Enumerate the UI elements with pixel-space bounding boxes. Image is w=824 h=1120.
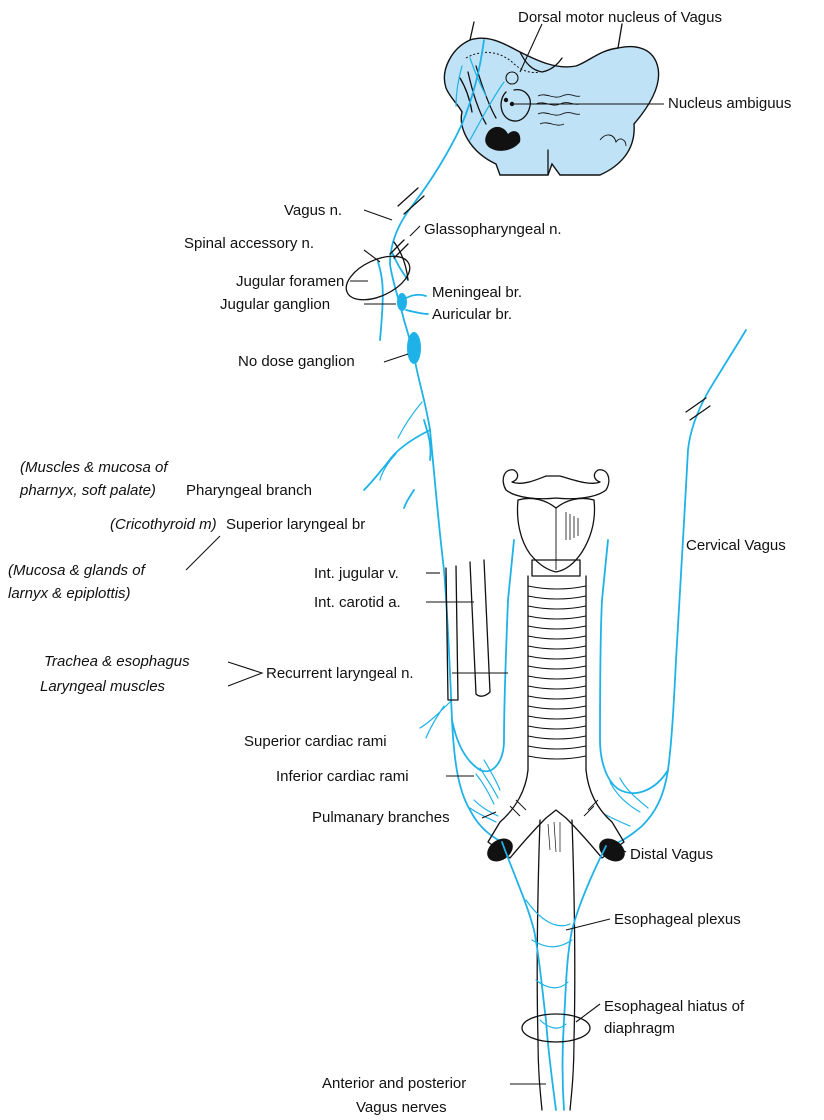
int-carotid-artery bbox=[470, 560, 490, 696]
label-hiatus-1: Esophageal hiatus of bbox=[604, 998, 745, 1015]
leader-esophageal-plexus bbox=[566, 919, 610, 930]
label-anterior-posterior-1: Anterior and posterior bbox=[322, 1075, 466, 1092]
leader-nodose-ganglion bbox=[384, 354, 408, 362]
brainstem-outline bbox=[444, 38, 658, 175]
jugular-ganglion bbox=[397, 293, 407, 311]
label-jugular-foramen: Jugular foramen bbox=[236, 273, 344, 290]
esophageal-plexus bbox=[502, 842, 606, 1110]
posterior-vagus-path bbox=[563, 846, 607, 1110]
meningeal-branch bbox=[406, 295, 426, 298]
pulmonary-branches-left bbox=[604, 814, 630, 826]
label-vagus-n: Vagus n. bbox=[284, 202, 342, 219]
trachea-rings bbox=[528, 576, 586, 770]
spinal-accessory-nerve bbox=[378, 262, 383, 340]
label-anterior-posterior-2: Vagus nerves bbox=[356, 1099, 447, 1116]
hyoid-bone bbox=[503, 470, 609, 499]
trachea-ring-lines bbox=[528, 586, 586, 759]
right-bronchus-opening bbox=[483, 834, 517, 866]
label-pharyngeal-branch: Pharyngeal branch bbox=[186, 482, 312, 499]
label-nucleus-ambiguus: Nucleus ambiguus bbox=[668, 95, 791, 112]
vagus-cut-mark bbox=[398, 188, 424, 214]
labels: Dorsal motor nucleus of Vagus Nucleus am… bbox=[8, 9, 791, 1116]
trachea-walls bbox=[528, 576, 586, 770]
superior-laryngeal-lower bbox=[404, 490, 414, 508]
left-vagus-trunk bbox=[606, 330, 746, 846]
label-nodose-ganglion: No dose ganglion bbox=[238, 353, 355, 370]
pharyngeal-twig bbox=[380, 454, 396, 480]
label-laryngeal-muscles: Laryngeal muscles bbox=[40, 678, 166, 695]
superior-cardiac-rami bbox=[420, 700, 452, 738]
bronchi-rings bbox=[510, 800, 598, 816]
label-jugular-ganglion: Jugular ganglion bbox=[220, 296, 330, 313]
leader-hiatus bbox=[576, 1004, 600, 1022]
recurrent-laryngeal-left bbox=[600, 540, 668, 793]
recurrent-laryngeal-right bbox=[452, 540, 514, 771]
esophagus-hatch bbox=[548, 822, 560, 852]
label-meningeal: Meningeal br. bbox=[432, 284, 522, 301]
leader-lines bbox=[186, 24, 664, 1084]
label-spinal-accessory: Spinal accessory n. bbox=[184, 235, 314, 252]
anterior-vagus-path bbox=[502, 842, 556, 1110]
auricular-branch bbox=[406, 310, 428, 314]
leader-larynx-note bbox=[186, 536, 220, 570]
leader-spinal-accessory bbox=[364, 250, 380, 262]
label-cervical-vagus: Cervical Vagus bbox=[686, 537, 786, 554]
pharyngeal-branch-2 bbox=[398, 402, 422, 438]
leader-pulmonary bbox=[482, 812, 496, 818]
label-recurrent-laryngeal: Recurrent laryngeal n. bbox=[266, 665, 414, 682]
label-trachea-esophagus: Trachea & esophagus bbox=[44, 653, 190, 670]
nucleus-ambiguus-dot-2 bbox=[510, 102, 514, 106]
vagus-trunk-upper bbox=[390, 124, 462, 366]
label-auricular: Auricular br. bbox=[432, 306, 512, 323]
dorsal-motor-nucleus bbox=[506, 72, 518, 84]
label-int-carotid: Int. carotid a. bbox=[314, 594, 401, 611]
nodose-ganglion bbox=[407, 332, 421, 364]
left-cardiac-rami bbox=[610, 778, 648, 812]
cervical-vagus-cut bbox=[686, 398, 710, 420]
label-pharynx-note-1: (Muscles & mucosa of bbox=[20, 459, 169, 476]
label-superior-laryngeal: Superior laryngeal br bbox=[226, 516, 365, 533]
label-distal-vagus: Distal Vagus bbox=[630, 846, 713, 863]
label-larynx-note-2: larnyx & epiplottis) bbox=[8, 585, 131, 602]
leader-vagus-n bbox=[364, 210, 392, 220]
label-int-jugular: Int. jugular v. bbox=[314, 565, 399, 582]
neck-vessels bbox=[446, 560, 490, 700]
label-glossopharyngeal: Glassopharyngeal n. bbox=[424, 221, 562, 238]
brainstem-section bbox=[444, 22, 658, 175]
label-larynx-note-1: (Mucosa & glands of bbox=[8, 562, 147, 579]
label-cricothyroid-note: (Cricothyroid m) bbox=[110, 516, 217, 533]
esophagus bbox=[537, 820, 575, 1110]
label-pharynx-note-2: pharnyx, soft palate) bbox=[19, 482, 156, 499]
thyroid-hatch bbox=[566, 512, 578, 540]
label-esophageal-plexus: Esophageal plexus bbox=[614, 911, 741, 928]
label-inferior-cardiac: Inferior cardiac rami bbox=[276, 768, 409, 785]
label-superior-cardiac: Superior cardiac rami bbox=[244, 733, 387, 750]
label-dorsal-motor-nucleus: Dorsal motor nucleus of Vagus bbox=[518, 9, 722, 26]
leader-recurrent-fork bbox=[228, 662, 262, 686]
leader-glossopharyngeal bbox=[410, 226, 420, 236]
pharyngeal-branch bbox=[364, 430, 430, 490]
label-hiatus-2: diaphragm bbox=[604, 1020, 675, 1037]
cervical-vagus-left bbox=[600, 330, 746, 846]
label-pulmonary-branches: Pulmanary branches bbox=[312, 809, 450, 826]
nucleus-ambiguus-dot-1 bbox=[504, 98, 508, 102]
